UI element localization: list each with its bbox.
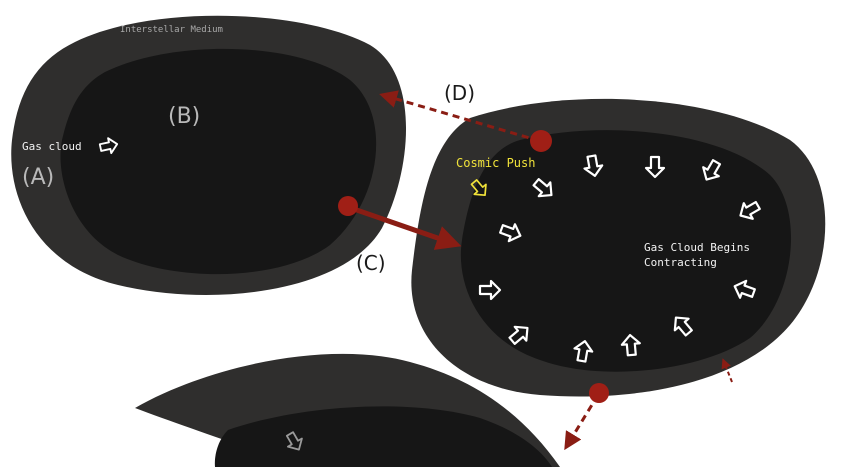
gas-cloud-core-3 — [214, 406, 552, 467]
arrow-c-label: (C) — [356, 251, 386, 275]
gas-cloud-label: Gas cloud — [22, 140, 82, 153]
arrow-c-origin-marker — [338, 196, 358, 216]
arrow-to-cloud-3-marker — [589, 383, 609, 403]
edge-arrow-line — [721, 358, 733, 383]
gas-cloud-core-1 — [60, 48, 377, 275]
region-a-label: (A) — [22, 165, 54, 190]
cosmic-push-label: Cosmic Push — [456, 156, 535, 170]
arrow-d-origin-marker — [530, 130, 552, 152]
arrow-d-line — [379, 90, 541, 143]
contracting-label-line-1: Gas Cloud Begins — [644, 241, 750, 254]
gas-cloud-core-2 — [460, 130, 792, 372]
cosmic-push-icon — [470, 179, 487, 197]
contracting-label-line-2: Contracting — [644, 256, 717, 269]
arrow-c-line — [347, 204, 462, 250]
arrow-d-label: (D) — [444, 81, 475, 105]
arrow-to-cloud-3-line — [564, 394, 600, 451]
region-b-label: (B) — [168, 104, 200, 129]
interstellar-medium-label: Interstellar Medium — [120, 25, 223, 35]
